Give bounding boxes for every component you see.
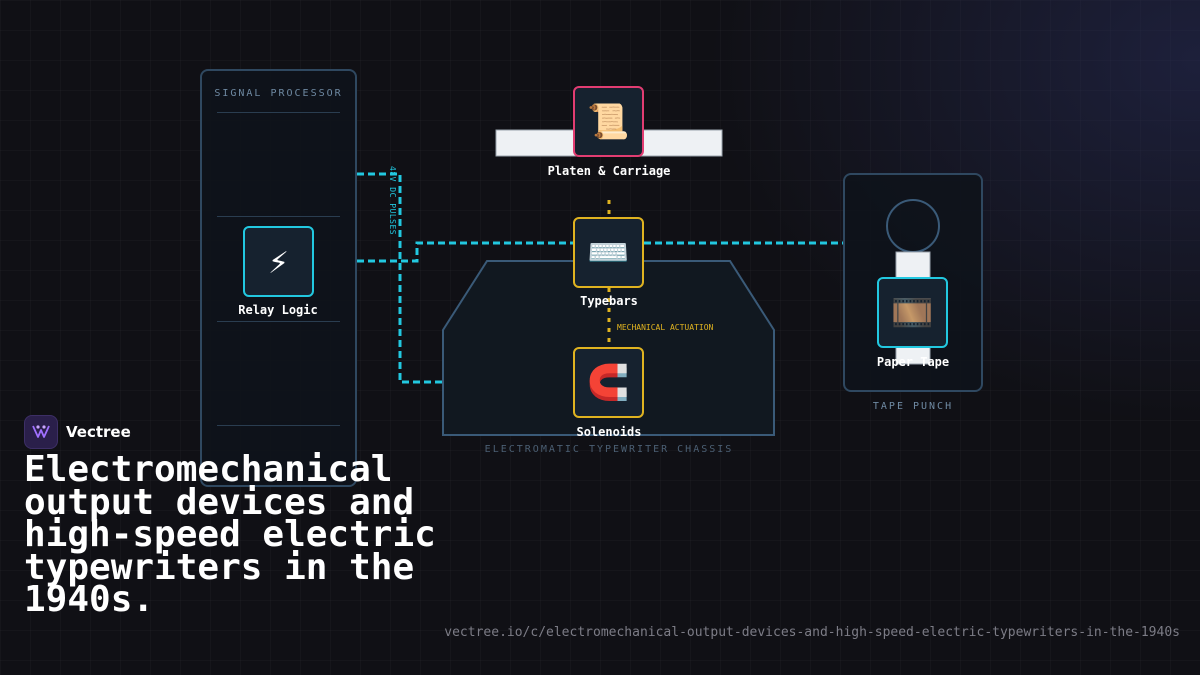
signal-processor-panel bbox=[200, 69, 357, 487]
platen-node[interactable]: 📜 bbox=[573, 86, 644, 157]
signal-processor-divider bbox=[217, 216, 340, 217]
pulse-wire-solenoids bbox=[357, 172, 443, 384]
relay-logic-label: Relay Logic bbox=[238, 303, 318, 317]
lightning-icon: ⚡ bbox=[268, 241, 289, 282]
solenoids-node[interactable]: 🧲 bbox=[573, 347, 644, 418]
platen-label: Platen & Carriage bbox=[547, 164, 671, 178]
scroll-icon: 📜 bbox=[587, 101, 630, 142]
signal-processor-title: SIGNAL PROCESSOR bbox=[214, 88, 343, 99]
keyboard-icon: ⌨️ bbox=[587, 232, 630, 273]
signal-processor-divider bbox=[217, 425, 340, 426]
tape-reel bbox=[886, 199, 940, 253]
film-icon: 🎞️ bbox=[891, 292, 934, 333]
relay-logic-node[interactable]: ⚡ bbox=[243, 226, 314, 297]
page-headline: Electromechanical output devices and hig… bbox=[24, 449, 436, 620]
typebars-node[interactable]: ⌨️ bbox=[573, 217, 644, 288]
paper-tape-label: Paper Tape bbox=[876, 355, 950, 369]
pulse-wire-typebars bbox=[357, 241, 575, 263]
solenoids-label: Solenoids bbox=[576, 425, 642, 439]
tape-punch-title: TAPE PUNCH bbox=[872, 401, 954, 412]
magnet-icon: 🧲 bbox=[587, 362, 630, 403]
brand-name: Vectree bbox=[66, 423, 131, 441]
typebars-label: Typebars bbox=[580, 294, 638, 308]
paper-tape-node[interactable]: 🎞️ bbox=[877, 277, 948, 348]
brand: Vectree bbox=[24, 415, 131, 449]
chassis-title: ELECTROMATIC TYPEWRITER CHASSIS bbox=[484, 444, 734, 455]
actuation-label: MECHANICAL ACTUATION bbox=[617, 323, 714, 332]
signal-processor-divider bbox=[217, 112, 340, 113]
vectree-logo-icon bbox=[24, 415, 58, 449]
source-url[interactable]: vectree.io/c/electromechanical-output-de… bbox=[444, 625, 1180, 640]
pulse-wire-label: 48V DC PULSES bbox=[388, 166, 397, 236]
signal-processor-divider bbox=[217, 321, 340, 322]
